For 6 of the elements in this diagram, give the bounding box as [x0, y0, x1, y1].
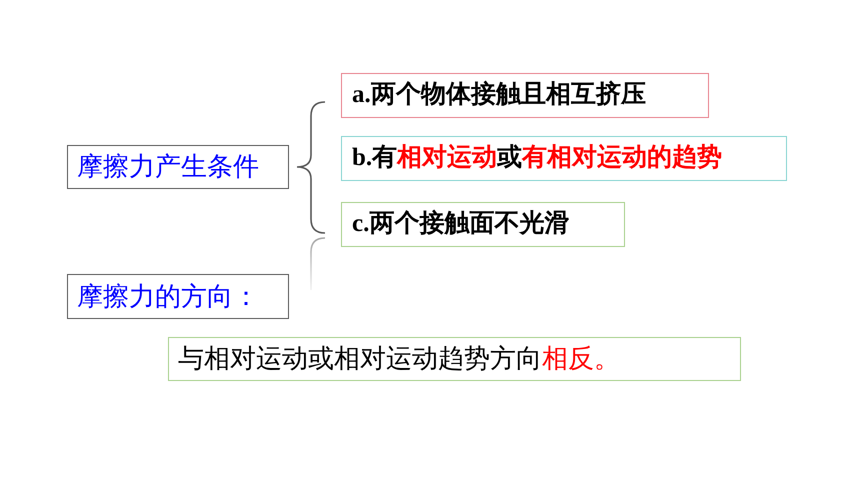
condition-box: b.有相对运动或有相对运动的趋势 — [341, 136, 787, 181]
condition-box: c.两个接触面不光滑 — [341, 202, 625, 247]
statement-box: 与相对运动或相对运动趋势方向相反。 — [168, 337, 741, 381]
condition-box: a.两个物体接触且相互挤压 — [341, 73, 709, 118]
topic-box: 摩擦力的方向： — [67, 274, 289, 319]
topic-box: 摩擦力产生条件 — [67, 145, 289, 189]
